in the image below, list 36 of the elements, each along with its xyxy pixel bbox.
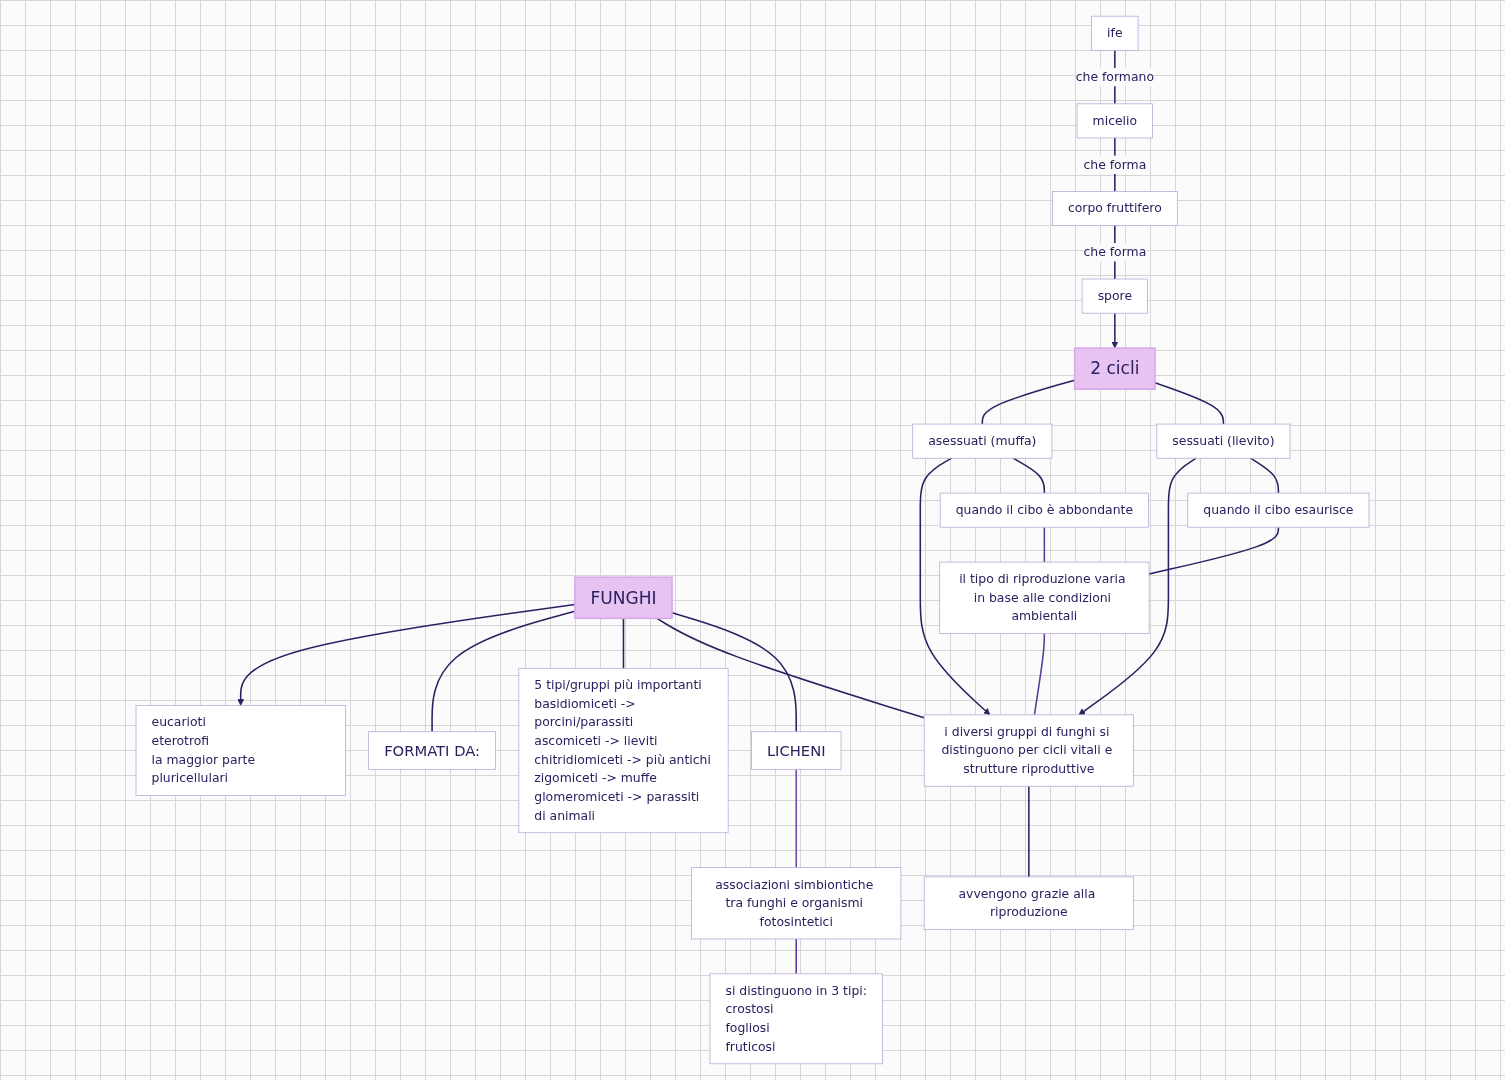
node-box: ife [1091, 15, 1139, 51]
connector [1012, 457, 1046, 494]
node-box: asessuati (muffa) [912, 423, 1053, 459]
node-box: avvengono grazie alla riproduzione [923, 876, 1134, 931]
node-box: corpo fruttifero [1052, 191, 1178, 226]
node-box: 2 cicli [1073, 347, 1156, 390]
edge-label: che forma [1083, 156, 1147, 172]
connector [1028, 785, 1030, 878]
node-box: spore [1081, 278, 1148, 314]
node-box: 5 tipi/gruppi più importanti basidiomiceti -> porcini/parassiti ascomiceti -> lieviti chitridiomiceti -> più antichi zigomiceti -> muffe glomeromiceti -> parassiti di animali [518, 667, 729, 834]
node-box: FORMATI DA: [368, 731, 496, 770]
arrow [1111, 312, 1119, 349]
node-box: il tipo di riproduzione varia in base alle condizioni ambientali [939, 561, 1150, 634]
connector [795, 938, 797, 975]
node-box: quando il cibo esaurisce [1187, 492, 1370, 528]
connector [1033, 632, 1046, 716]
connector [1148, 526, 1280, 575]
edge-label: che forma [1083, 244, 1147, 260]
node-box: quando il cibo è abbondante [939, 492, 1149, 528]
node-box: sessuati (lievito) [1156, 423, 1291, 459]
connector [1249, 457, 1280, 494]
connector [1154, 381, 1225, 425]
node-box: associazioni simbiontiche tra funghi e organismi fotosintetici [691, 867, 902, 940]
connector [795, 768, 797, 869]
node-box: FUNGHI [574, 576, 673, 620]
node-box: eucarioti eterotrofi la maggior parte pluricellulari [135, 705, 346, 796]
connector [656, 617, 925, 719]
connector [1043, 526, 1046, 563]
arrow [919, 457, 991, 716]
edge-label: che formano [1075, 69, 1154, 85]
node-box: si distinguono in 3 tipi: crostosi fogliosi fruticosi [709, 973, 883, 1065]
node-box: i diversi gruppi di funghi si distinguono per cicli vitali e strutture riproduttive [923, 714, 1134, 787]
node-box: LICHENI [751, 731, 842, 770]
node-box: micelio [1076, 103, 1153, 139]
connector [622, 617, 625, 670]
arrow [1078, 457, 1197, 716]
